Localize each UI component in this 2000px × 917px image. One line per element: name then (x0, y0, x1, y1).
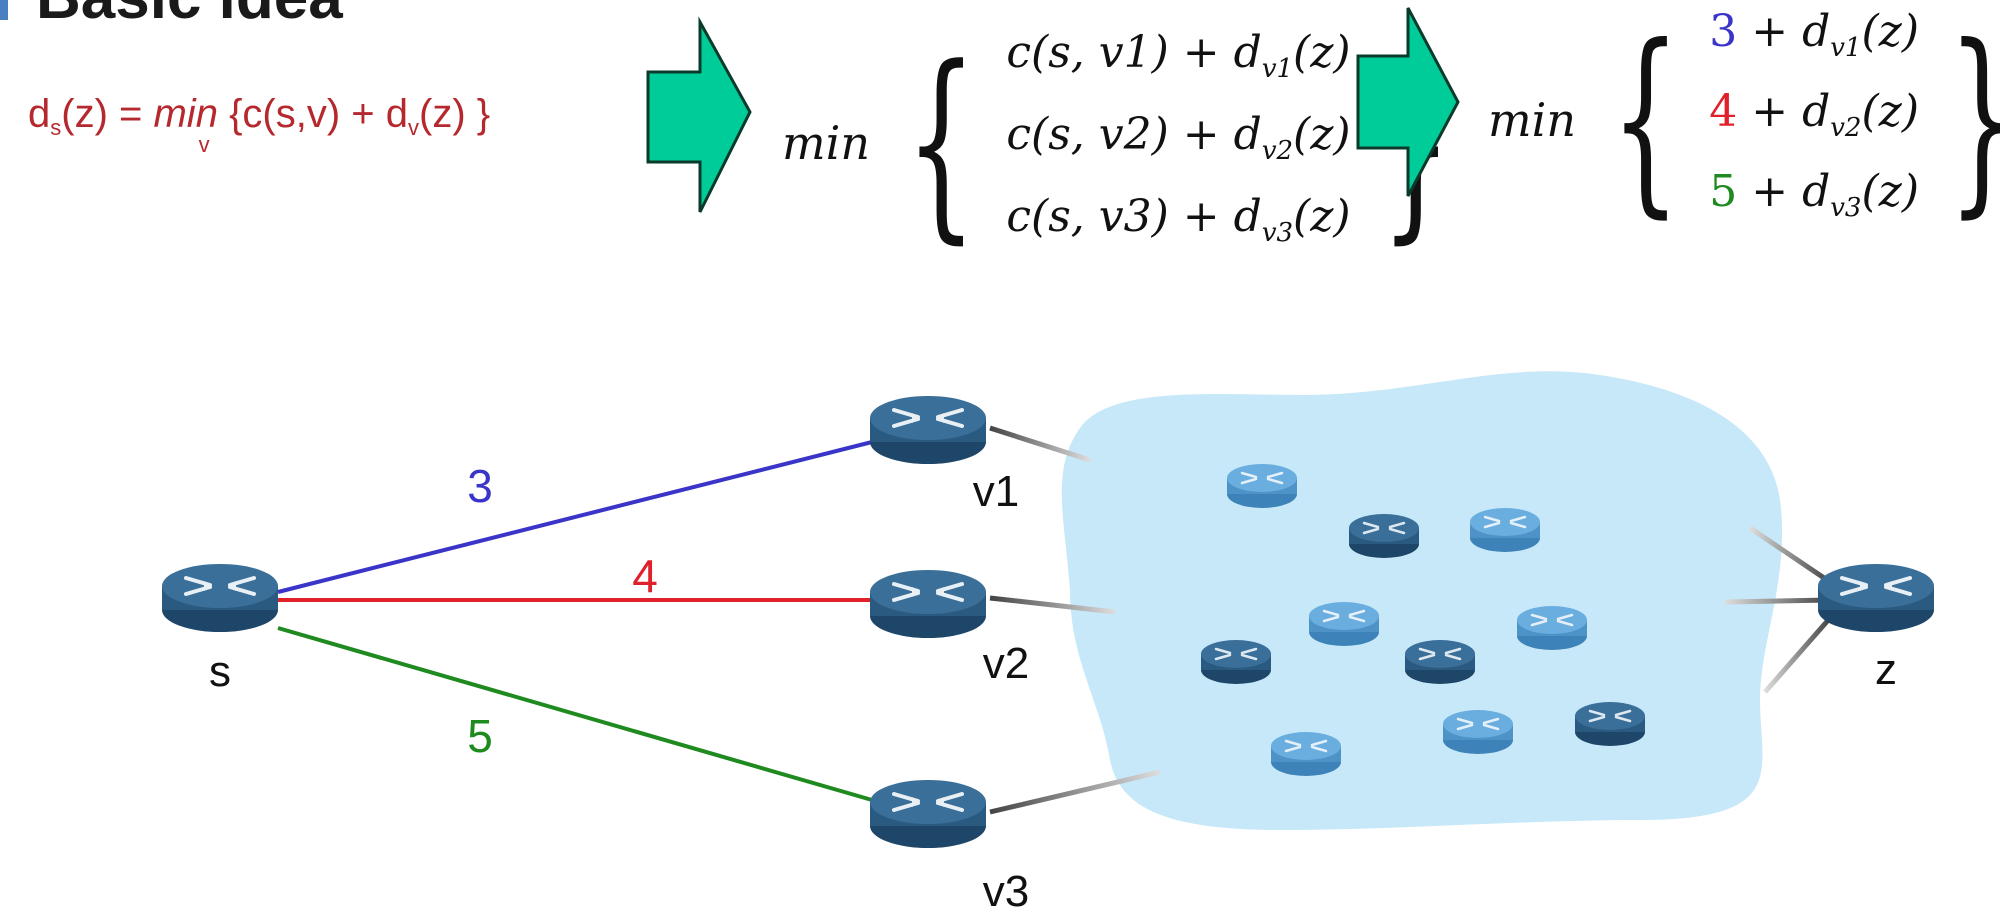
title-accent-bar (0, 0, 8, 20)
min-expansion-numeric: min { 3 + dv1(z) 4 + dv2(z) 5 + dv3(z) } (1488, 0, 2000, 240)
link-stub (1763, 616, 1832, 694)
node-label-v1: v1 (973, 467, 1019, 516)
expansion-row-v1: c(s, v1) + dv1(z) (1006, 27, 1351, 84)
router-v1 (868, 394, 988, 466)
link-stub (989, 425, 1091, 463)
slide-title: Basic idea (36, 0, 343, 33)
router-icon (1468, 506, 1542, 554)
node-label-v2: v2 (983, 639, 1029, 688)
numeric-row-v2: 4 + dv2(z) (1709, 86, 1919, 143)
right-brace: } (1948, 20, 2000, 220)
router-icon (1347, 512, 1421, 560)
router-icon (1269, 730, 1343, 778)
link-stub (989, 595, 1116, 615)
router-v3 (868, 778, 988, 850)
router-icon (1199, 638, 1273, 686)
link-stub (1724, 597, 1831, 605)
cost-label-s-v2: 4 (632, 550, 658, 602)
link-stub (989, 769, 1161, 815)
cost-label-s-v3: 5 (467, 710, 493, 762)
right-arrow-icon (1356, 7, 1460, 197)
router-z (1816, 562, 1936, 634)
numeric-row-v1: 3 + dv1(z) (1709, 6, 1919, 63)
left-brace: { (905, 23, 978, 262)
link-s-v1 (277, 440, 873, 594)
router-icon (1307, 600, 1381, 648)
router-icon (1515, 604, 1589, 652)
router-icon (1225, 462, 1299, 510)
node-label-v3: v3 (983, 867, 1029, 916)
network-cloud (1061, 371, 1783, 830)
expansion-row-v2: c(s, v2) + dv2(z) (1006, 109, 1351, 166)
node-label-s: s (209, 647, 231, 696)
right-arrow-icon (646, 16, 752, 213)
left-brace: { (1610, 3, 1681, 236)
router-icon (1573, 700, 1647, 748)
node-label-z: z (1875, 645, 1897, 694)
router-s (160, 562, 280, 634)
expansion-row-v3: c(s, v3) + dv3(z) (1006, 191, 1351, 248)
router-icon (1441, 708, 1515, 756)
router-icon (1403, 638, 1477, 686)
link-s-v3 (277, 626, 873, 802)
numeric-row-v3: 5 + dv3(z) (1709, 166, 1919, 223)
link-stub (1748, 525, 1832, 585)
router-v2 (868, 568, 988, 640)
cost-label-s-v1: 3 (467, 460, 493, 512)
